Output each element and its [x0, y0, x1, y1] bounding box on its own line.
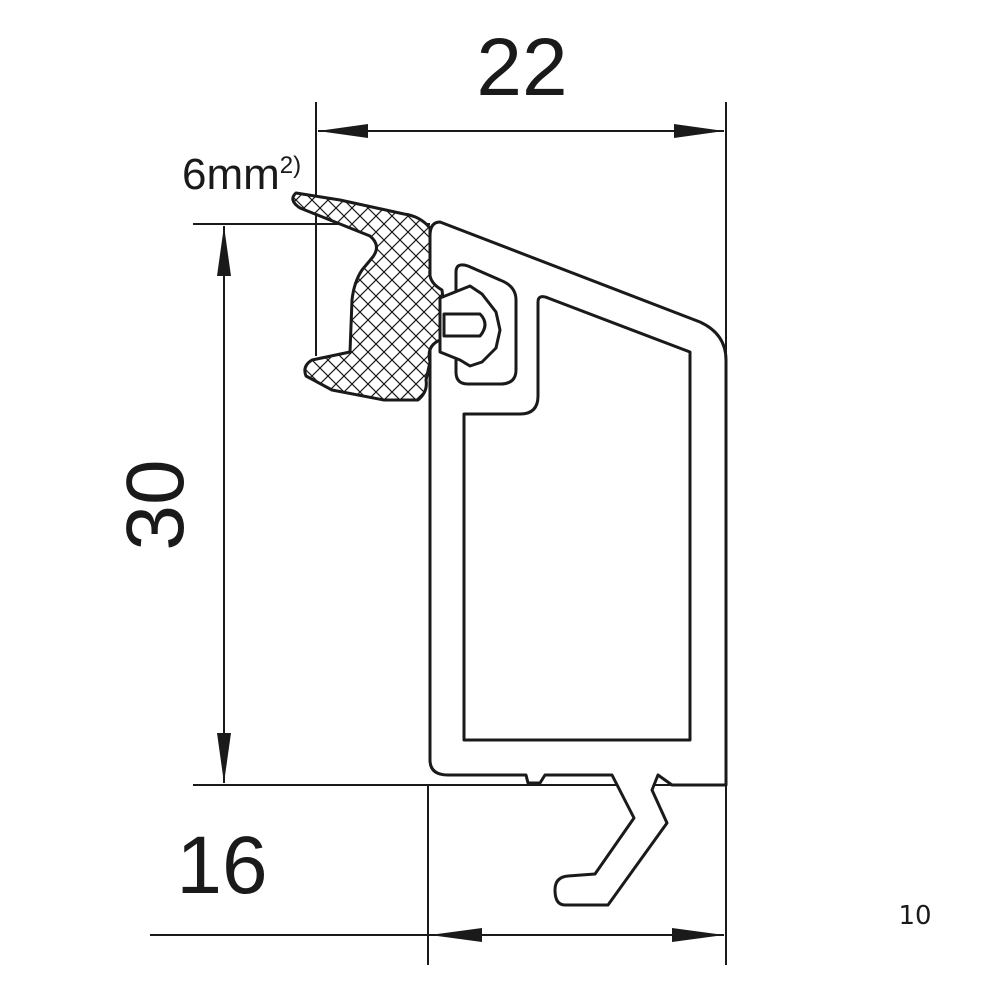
gasket-size-value: 6mm — [182, 150, 280, 199]
profile-inner-chamber — [462, 295, 692, 742]
gasket-size-label: 6mm2) — [182, 150, 301, 199]
dimension-label-width-bottom: 16 — [176, 820, 267, 911]
gasket-footnote: 2) — [280, 152, 301, 179]
arrowhead-bottom-left — [430, 928, 482, 942]
gasket-seal — [291, 191, 454, 402]
page-number: 10 — [898, 901, 931, 931]
arrowhead-bottom-right — [672, 928, 724, 942]
dimension-label-height: 30 — [110, 459, 201, 550]
dimension-label-width-top: 22 — [476, 22, 567, 113]
gasket-anchor-slot — [442, 312, 487, 338]
